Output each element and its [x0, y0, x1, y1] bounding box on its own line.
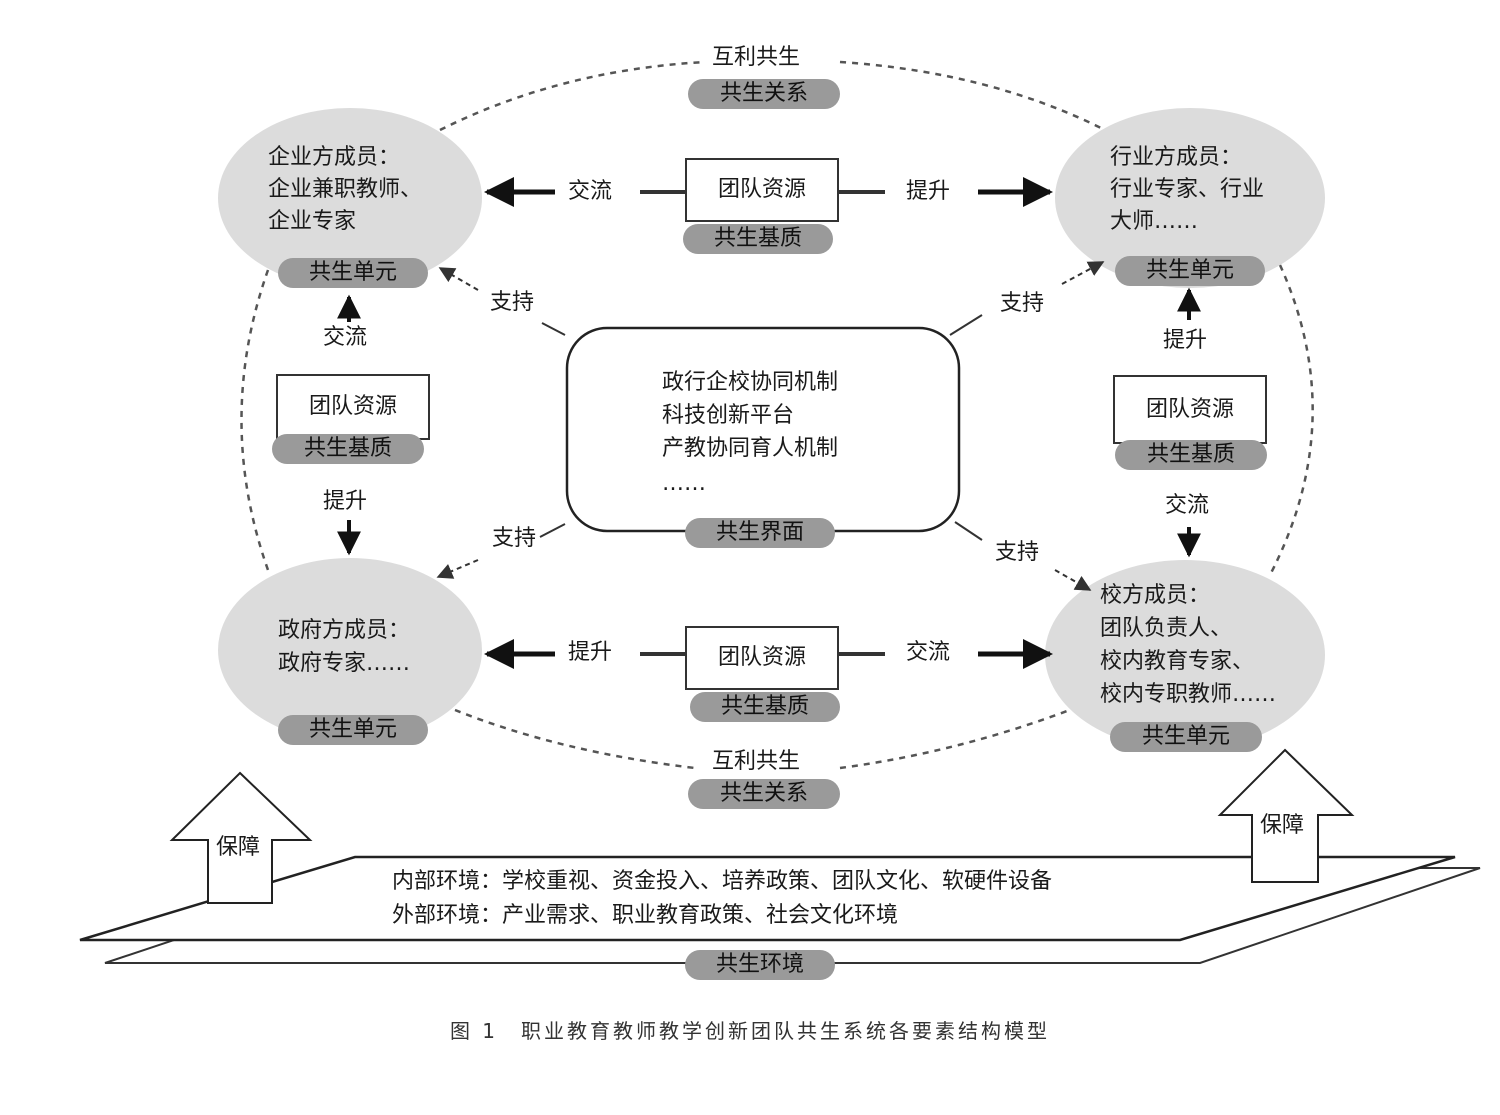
support-label-top-left: 支持	[490, 290, 535, 315]
enterprise-unit-line-1: 企业方成员：	[268, 145, 401, 170]
environment-external: 外部环境：产业需求、职业教育政策、社会文化环境	[392, 903, 899, 928]
industry-unit-ellipse	[1055, 108, 1325, 288]
enterprise-unit-line-2: 企业兼职教师、	[268, 177, 423, 202]
support-label-top-right: 支持	[1000, 291, 1045, 316]
school-unit-line-3: 校内教育专家、	[1100, 649, 1255, 674]
government-unit-line-2: 政府专家……	[278, 651, 411, 676]
enterprise-unit-line-3: 企业专家	[268, 209, 357, 234]
relation-bottom-tag: 共生关系	[688, 779, 840, 809]
enterprise-unit-ellipse	[218, 108, 482, 288]
resource-top-box: 团队资源	[685, 158, 839, 222]
interface-tag: 共生界面	[685, 518, 835, 548]
school-unit-tag: 共生单元	[1110, 722, 1262, 752]
resource-top-right-action: 提升	[906, 179, 951, 204]
environment-tag: 共生环境	[685, 950, 835, 980]
relation-top-label: 互利共生	[712, 45, 801, 70]
resource-left-box: 团队资源	[276, 374, 430, 440]
figure-caption: 图 1 职业教育教师教学创新团队共生系统各要素结构模型	[449, 1019, 1051, 1043]
environment-internal: 内部环境：学校重视、资金投入、培养政策、团队文化、软硬件设备	[392, 869, 1053, 894]
support-label-bottom-left: 支持	[492, 526, 537, 551]
resource-bottom-right-action: 交流	[906, 640, 951, 665]
resource-bottom-tag: 共生基质	[690, 692, 840, 722]
industry-unit-line-3: 大师……	[1110, 209, 1199, 234]
resource-bottom-box: 团队资源	[685, 626, 839, 690]
resource-top-tag: 共生基质	[683, 224, 833, 254]
resource-right-down-action: 交流	[1165, 493, 1210, 518]
guarantee-arrow-right	[1217, 748, 1355, 883]
government-unit-tag: 共生单元	[278, 715, 428, 745]
resource-left-tag: 共生基质	[272, 434, 424, 464]
industry-unit-tag: 共生单元	[1115, 256, 1265, 286]
relation-top-tag: 共生关系	[688, 79, 840, 109]
government-unit-line-1: 政府方成员：	[278, 618, 411, 643]
resource-right-up-action: 提升	[1163, 328, 1208, 353]
school-unit-ellipse	[1045, 560, 1325, 750]
school-unit-line-2: 团队负责人、	[1100, 616, 1233, 641]
guarantee-arrow-left	[169, 771, 313, 904]
resource-right-box: 团队资源	[1113, 375, 1267, 444]
relation-loop	[439, 60, 706, 132]
resource-left-up-action: 交流	[323, 325, 368, 350]
school-unit-line-1: 校方成员：	[1100, 583, 1211, 608]
guarantee-label-left: 保障	[216, 835, 261, 860]
interface-line-2: 科技创新平台	[662, 403, 795, 428]
interface-line-4: ……	[662, 471, 706, 496]
guarantee-label-right: 保障	[1260, 813, 1305, 838]
support-label-bottom-right: 支持	[995, 540, 1040, 565]
industry-unit-line-1: 行业方成员：	[1110, 145, 1243, 170]
interface-line-3: 产教协同育人机制	[662, 436, 839, 461]
resource-top-left-action: 交流	[568, 179, 613, 204]
government-unit-ellipse	[218, 558, 482, 742]
industry-unit-line-2: 行业专家、行业	[1110, 177, 1265, 202]
enterprise-unit-tag: 共生单元	[278, 258, 428, 288]
resource-right-tag: 共生基质	[1115, 440, 1267, 470]
school-unit-line-4: 校内专职教师……	[1100, 682, 1277, 707]
interface-line-1: 政行企校协同机制	[662, 370, 839, 395]
resource-bottom-left-action: 提升	[568, 640, 613, 665]
relation-bottom-label: 互利共生	[712, 749, 801, 774]
resource-left-down-action: 提升	[323, 489, 368, 514]
